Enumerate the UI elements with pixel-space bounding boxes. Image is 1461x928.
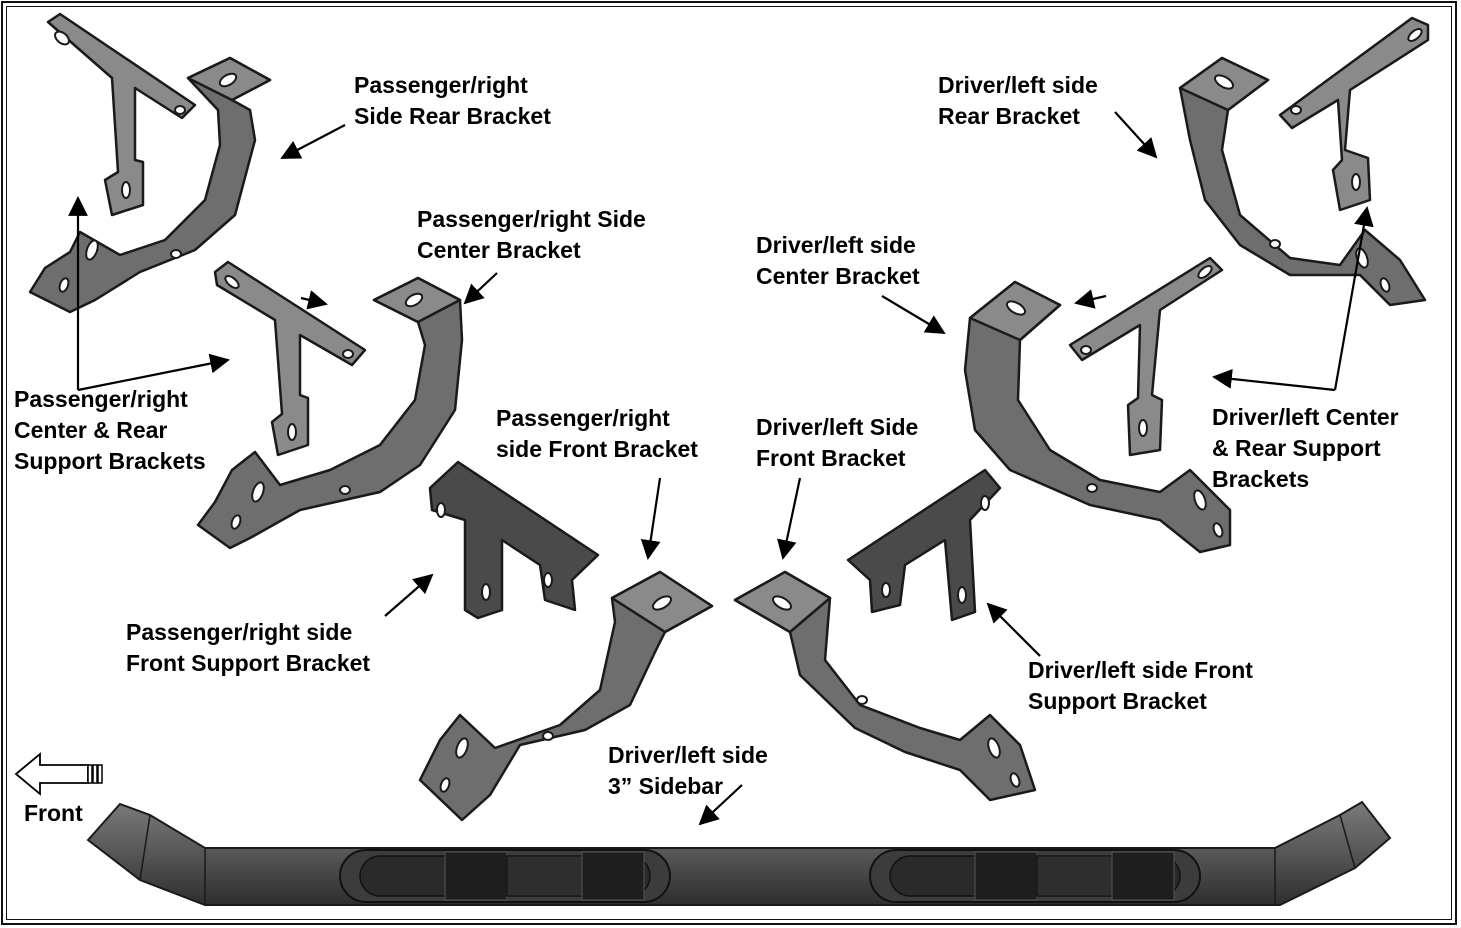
diagram-inner-frame xyxy=(6,6,1452,920)
passenger-front-support-bracket xyxy=(428,460,600,620)
label-driver-front-bracket: Driver/left Side Front Bracket xyxy=(756,414,919,471)
arrow-icon xyxy=(1114,111,1158,159)
label-driver-front-support: Driver/left side Front Support Bracket xyxy=(1028,657,1253,714)
arrow-icon xyxy=(384,573,434,617)
arrow-icon xyxy=(777,477,802,560)
passenger-rear-support-bracket xyxy=(46,12,197,217)
arrow-icon xyxy=(1212,369,1336,392)
arrow-icon xyxy=(1074,289,1107,309)
driver-center-support-bracket xyxy=(1068,256,1224,457)
label-passenger-rear-bracket: Passenger/right Side Rear Bracket xyxy=(354,72,551,129)
label-driver-rear-bracket: Driver/left side Rear Bracket xyxy=(938,72,1098,129)
driver-front-support-bracket xyxy=(846,468,1002,622)
driver-rear-support-bracket xyxy=(1278,16,1430,212)
step-pad-right xyxy=(869,849,1201,903)
label-sidebar: Driver/left side 3” Sidebar xyxy=(608,742,768,799)
label-passenger-front-support: Passenger/right side Front Support Brack… xyxy=(126,619,371,676)
passenger-rear-bracket xyxy=(28,56,272,314)
arrow-icon xyxy=(1333,206,1374,391)
arrow-icon xyxy=(77,353,230,392)
leader-arrows xyxy=(68,111,1374,826)
step-pad-left xyxy=(339,849,671,903)
front-arrow-icon xyxy=(14,752,103,796)
arrow-icon xyxy=(463,272,498,305)
arrow-icon xyxy=(698,784,743,826)
arrow-icon xyxy=(640,477,662,560)
label-driver-center-bracket: Driver/left side Center Bracket xyxy=(756,232,920,289)
label-passenger-center-bracket: Passenger/right Side Center Bracket xyxy=(417,206,646,263)
label-front: Front xyxy=(24,800,83,826)
driver-center-bracket xyxy=(963,280,1232,554)
label-passenger-support-brackets: Passenger/right Center & Rear Support Br… xyxy=(14,386,206,474)
driver-rear-bracket xyxy=(1178,56,1427,307)
arrow-icon xyxy=(881,295,946,335)
label-passenger-front-bracket: Passenger/right side Front Bracket xyxy=(496,405,698,462)
passenger-center-support-bracket xyxy=(213,260,367,457)
passenger-center-bracket xyxy=(196,276,464,550)
passenger-front-bracket xyxy=(418,570,714,822)
label-driver-support-brackets: Driver/left Center & Rear Support Bracke… xyxy=(1212,404,1399,492)
arrow-icon xyxy=(300,290,328,310)
driver-front-bracket xyxy=(733,570,1037,802)
arrow-icon xyxy=(280,124,346,159)
arrow-icon xyxy=(986,602,1041,657)
